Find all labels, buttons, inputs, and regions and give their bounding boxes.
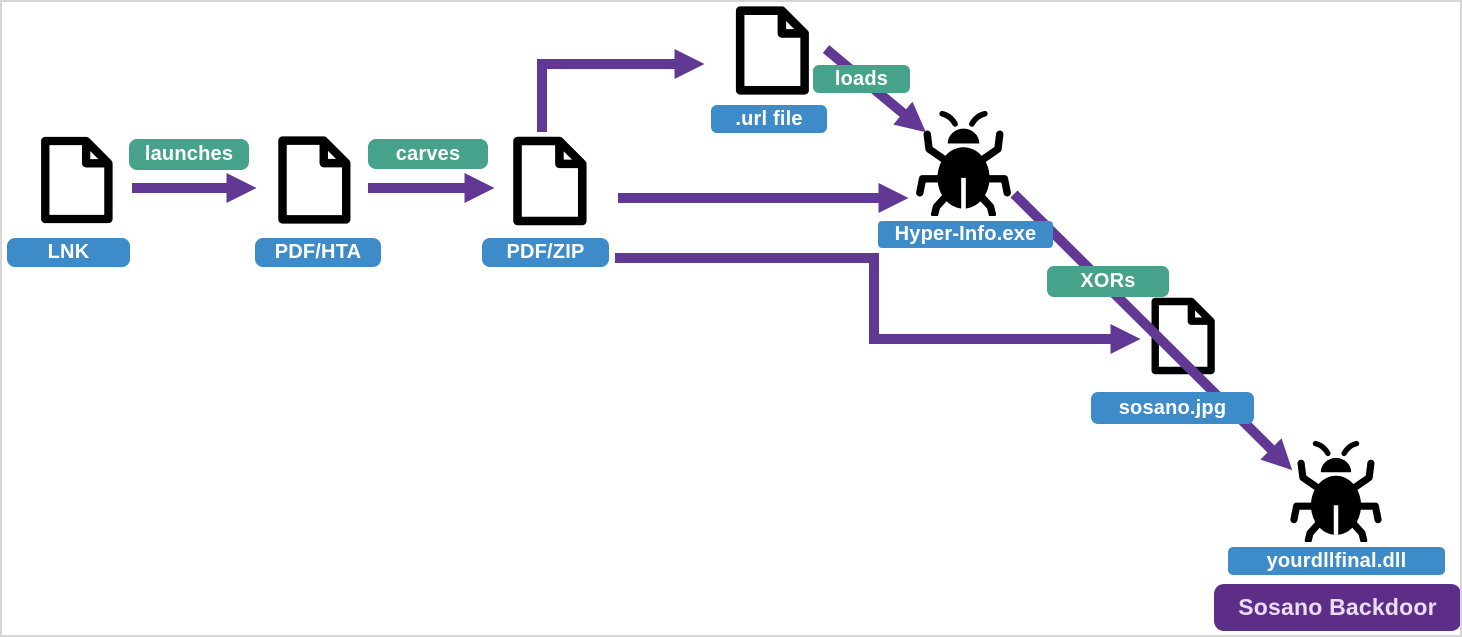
node-label-pdfzip: PDF/ZIP: [482, 238, 609, 267]
action-badge-carves: carves: [368, 139, 488, 169]
final-badge-sosano-backdoor: Sosano Backdoor: [1214, 584, 1460, 631]
document-icon-pdfzip: [508, 135, 588, 227]
arrow-pdfzip-to-urlfile: [537, 49, 705, 132]
node-label-lnk: LNK: [7, 238, 130, 267]
document-icon-lnk: [36, 135, 114, 225]
document-icon-pdfhta: [273, 135, 352, 225]
node-label-yourdllfinal: yourdllfinal.dll: [1228, 547, 1445, 575]
node-label-sosanojpg: sosano.jpg: [1091, 392, 1254, 424]
document-icon-urlfile: [730, 5, 811, 96]
node-label-hyperinfo: Hyper-Info.exe: [878, 221, 1053, 248]
action-badge-loads: loads: [813, 65, 910, 93]
node-label-pdfhta: PDF/HTA: [255, 238, 381, 267]
action-badge-launches: launches: [129, 139, 249, 170]
bug-malware-icon-hyperinfo: [915, 110, 1012, 216]
action-badge-xors: XORs: [1047, 266, 1169, 297]
arrow-pdfzip-to-sosanojpg: [615, 253, 1141, 354]
bug-malware-icon-yourdllfinal: [1289, 440, 1383, 542]
node-label-urlfile: .url file: [711, 105, 827, 133]
